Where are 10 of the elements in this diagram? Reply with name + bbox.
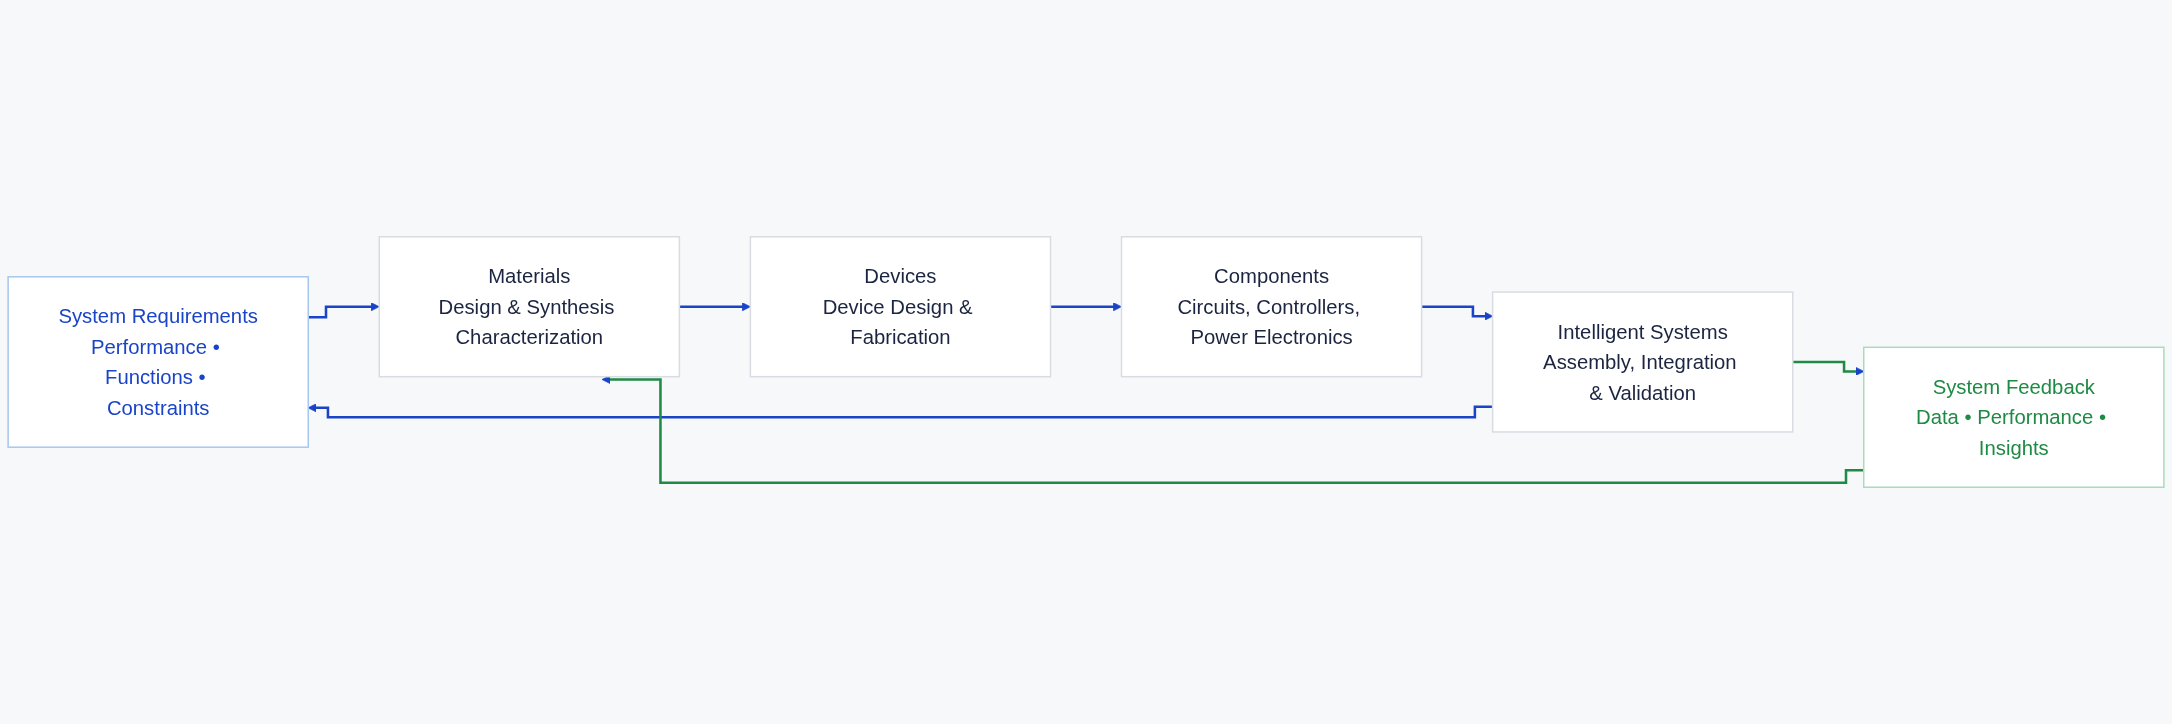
node-box: Intelligent Systems Assembly, Integration & Validation — [1491, 291, 1794, 433]
arrow — [308, 302, 380, 319]
node-box: Materials Design & Synthesis Characterization — [378, 236, 681, 378]
arrow — [679, 302, 751, 312]
node-box: System Feedback Data • Performance • Insights — [1863, 346, 2165, 488]
node-box: Devices Device Design & Fabrication — [749, 236, 1052, 378]
arrow — [1050, 302, 1122, 312]
node-box: Components Circuits, Controllers, Power Electronics — [1120, 236, 1423, 378]
arrow — [601, 375, 1864, 484]
node-box: System Requirements Performance • Functions • Constraints — [7, 276, 309, 448]
